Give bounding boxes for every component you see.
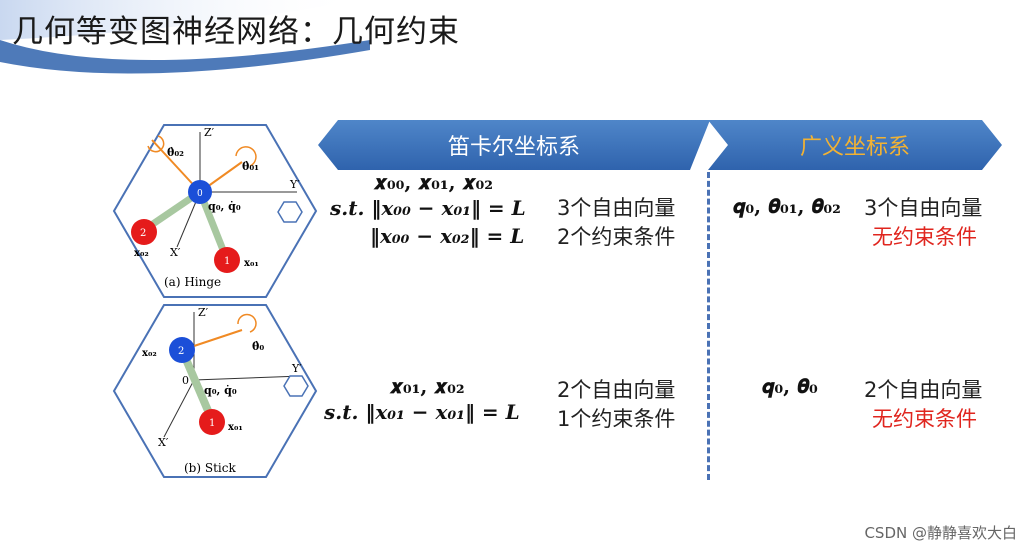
stick-x02-label: x₀₂ (142, 348, 157, 359)
stick-cart-dof: 2个自由向量 (557, 378, 676, 402)
hinge-atom0-label: 0 (197, 189, 203, 199)
stick-cart-constraints: 1个约束条件 (557, 407, 676, 431)
hinge-x02-label: x₀₂ (134, 248, 149, 259)
generalized-banner: 广义坐标系 (708, 120, 1002, 170)
slide-title: 几何等变图神经网络：几何约束 (12, 14, 460, 50)
hinge-axis-z: Z′ (204, 126, 215, 139)
hinge-axis-x: X′ (170, 246, 181, 259)
stick-cart-vars: 𝒙₀₁, 𝒙₀₂ (390, 374, 465, 398)
hinge-caption: (a) Hinge (164, 275, 221, 289)
hinge-diagram: Z′ Y′ X′ θ̇₀₂ θ̇₀₁ q₀, q̇₀ 0 2 1 x₀₂ x₀₁… (112, 124, 318, 298)
stick-gen-dof: 2个自由向量 (864, 378, 983, 402)
stick-axis-y: Y′ (291, 362, 302, 375)
hinge-cart-constraint-2: ‖𝒙₀₀ − 𝒙₀₂‖ = L (370, 224, 525, 248)
hinge-x01-label: x₀₁ (244, 258, 259, 269)
hinge-axis-y: Y′ (289, 178, 300, 191)
stick-x01-label: x₀₁ (228, 422, 243, 433)
hinge-cart-vars: 𝒙₀₀, 𝒙₀₁, 𝒙₀₂ (374, 170, 493, 194)
hinge-cart-constraints: 2个约束条件 (557, 225, 676, 249)
hinge-atom1-label: 1 (224, 256, 230, 267)
hinge-cart-constraint-1: s.t. ‖𝒙₀₀ − 𝒙₀₁‖ = L (330, 196, 526, 220)
hinge-gen-constraints: 无约束条件 (872, 225, 977, 249)
hinge-gen-vars: 𝒒₀, 𝜽₀₁, 𝜽₀₂ (733, 194, 841, 218)
hinge-atom2-label: 2 (140, 228, 146, 239)
stick-caption: (b) Stick (184, 461, 236, 475)
column-divider (707, 172, 710, 480)
stick-origin-zero: 0 (182, 374, 189, 387)
stick-atom1-label: 1 (209, 418, 215, 429)
title-wave-decoration (0, 0, 370, 74)
watermark: CSDN @静静喜欢大白 (864, 524, 1017, 542)
hinge-theta02-label: θ̇₀₂ (167, 146, 184, 159)
cartesian-banner: 笛卡尔坐标系 (318, 120, 710, 170)
stick-axis-z: Z′ (198, 306, 209, 319)
stick-gen-constraints: 无约束条件 (872, 407, 977, 431)
stick-atom2-label: 2 (178, 346, 184, 357)
stick-gen-vars: 𝒒₀, 𝜽₀ (762, 374, 818, 398)
stick-axis-x: X′ (158, 436, 169, 449)
stick-diagram: Z′ Y′ X′ θ̇₀ q₀, q̇₀ 0 2 1 x₀₂ x₀₁ (b) S… (112, 304, 318, 478)
hinge-theta01-label: θ̇₀₁ (242, 160, 259, 173)
hinge-cart-dof: 3个自由向量 (557, 196, 676, 220)
hinge-origin-label: q₀, q̇₀ (208, 200, 241, 213)
hinge-gen-dof: 3个自由向量 (864, 196, 983, 220)
stick-origin-label: q₀, q̇₀ (204, 384, 237, 397)
stick-cart-constraint: s.t. ‖𝒙₀₁ − 𝒙₀₁‖ = L (324, 400, 520, 424)
stick-theta0-label: θ̇₀ (252, 340, 264, 353)
